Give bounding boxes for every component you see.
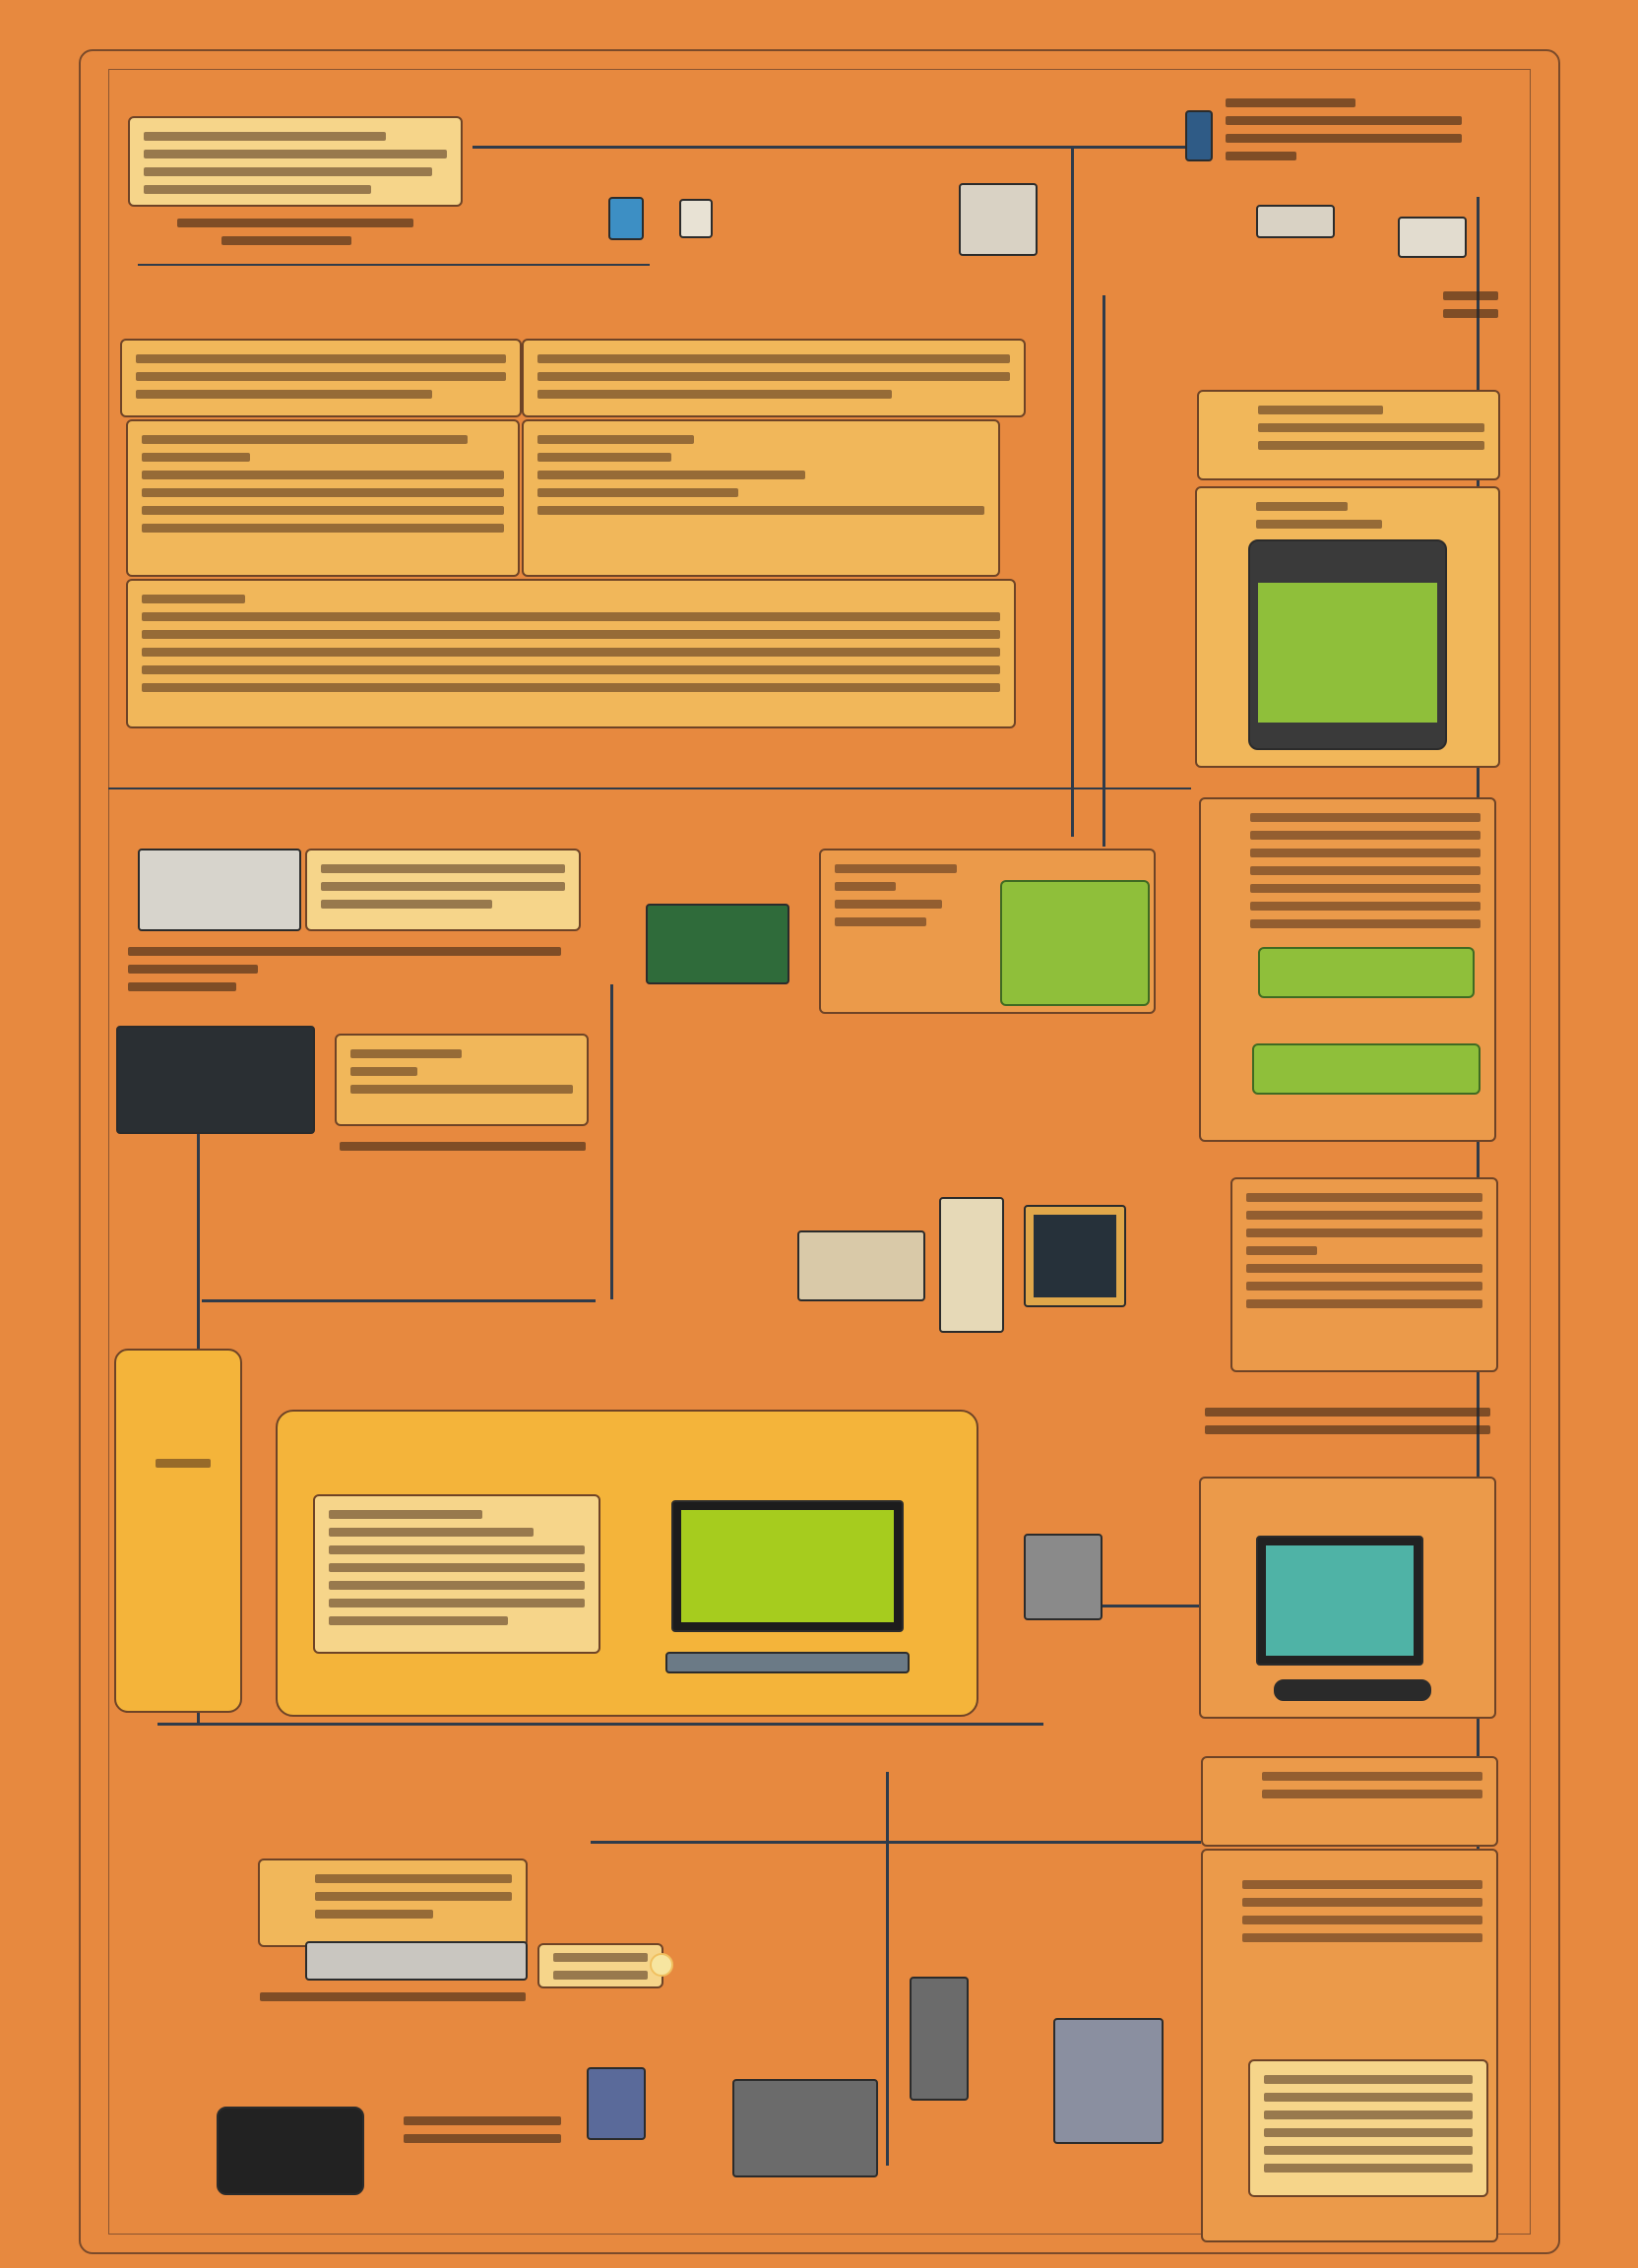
monitor-stand-icon bbox=[1274, 1679, 1431, 1701]
mid-small-caption bbox=[340, 1142, 586, 1160]
info-block-upper-right bbox=[522, 339, 1026, 417]
green-display-icon bbox=[1000, 880, 1150, 1006]
right-column-card-3 bbox=[1199, 797, 1496, 1142]
bottom-left-callout bbox=[258, 1858, 528, 1947]
bottom-center-caption bbox=[404, 2116, 561, 2152]
right-column-caption bbox=[1205, 1408, 1490, 1443]
center-lime-monitor-icon bbox=[671, 1500, 904, 1632]
bottom-gray-unit-icon bbox=[305, 1941, 528, 1981]
white-dashboard-icon bbox=[138, 849, 301, 931]
right-column-card-1 bbox=[1197, 390, 1500, 480]
small-module-icon bbox=[679, 199, 713, 238]
wire bbox=[1083, 1605, 1250, 1607]
top-right-camera-icon bbox=[1256, 205, 1335, 238]
info-block-mid-left bbox=[126, 419, 520, 577]
right-column-card-5 bbox=[1201, 1756, 1498, 1847]
wire bbox=[108, 788, 1191, 789]
info-block-upper-left bbox=[120, 339, 522, 417]
bottom-center-box-icon bbox=[732, 2079, 878, 2177]
top-left-callout bbox=[128, 116, 463, 207]
wire bbox=[886, 1772, 889, 2166]
top-right-caption bbox=[1226, 98, 1462, 169]
bottom-fixture-icon bbox=[217, 2107, 364, 2195]
status-screen bbox=[1258, 947, 1475, 998]
top-router-icon bbox=[1185, 110, 1213, 161]
wire bbox=[1102, 295, 1105, 847]
handheld-terminal-icon bbox=[1248, 539, 1447, 750]
top-blue-device-icon bbox=[608, 197, 644, 240]
left-tall-yellow-panel bbox=[114, 1349, 242, 1713]
green-switch-icon bbox=[646, 904, 789, 984]
mid-callout-orange bbox=[335, 1034, 589, 1126]
top-right-printer-icon bbox=[1398, 217, 1467, 258]
top-right-printer-label bbox=[1443, 291, 1498, 327]
keyboard-icon bbox=[665, 1652, 910, 1673]
wire bbox=[138, 264, 650, 266]
top-left-caption bbox=[177, 219, 413, 254]
gray-junction-box-icon bbox=[1024, 1534, 1102, 1620]
top-printer-icon bbox=[959, 183, 1038, 256]
bottom-blue-device-icon bbox=[587, 2067, 646, 2140]
status-screen bbox=[1252, 1043, 1480, 1095]
bottom-left-caption bbox=[260, 1992, 526, 2010]
center-cream-callout bbox=[313, 1494, 600, 1654]
tall-unit-icon bbox=[939, 1197, 1004, 1333]
small-dark-monitor-icon bbox=[1024, 1205, 1126, 1307]
equipment-cluster-icon bbox=[797, 1230, 925, 1301]
bottom-tablet-icon bbox=[1053, 2018, 1164, 2144]
teal-desktop-monitor-icon bbox=[1256, 1536, 1423, 1666]
bottom-small-label bbox=[537, 1943, 663, 1988]
info-block-mid-right bbox=[522, 419, 1000, 577]
right-column-card-7 bbox=[1248, 2059, 1488, 2197]
info-block-wide bbox=[126, 579, 1016, 728]
mid-left-caption bbox=[128, 947, 561, 1000]
wire bbox=[591, 1841, 1201, 1844]
outer-frame bbox=[79, 49, 1560, 2254]
bottom-lamp-icon bbox=[650, 1953, 673, 1977]
wire bbox=[158, 1723, 1043, 1726]
wire bbox=[1071, 148, 1074, 837]
inner-frame bbox=[108, 69, 1531, 2235]
right-column-card-4 bbox=[1230, 1177, 1498, 1372]
bottom-tall-device-icon bbox=[910, 1977, 969, 2101]
mid-left-callout bbox=[305, 849, 581, 931]
text-legibility-note: All labels in the image are illegible ps… bbox=[0, 0, 1, 1]
dark-control-panel-icon bbox=[116, 1026, 315, 1134]
wire bbox=[610, 984, 613, 1299]
wire bbox=[202, 1299, 596, 1302]
wire bbox=[472, 146, 1191, 149]
